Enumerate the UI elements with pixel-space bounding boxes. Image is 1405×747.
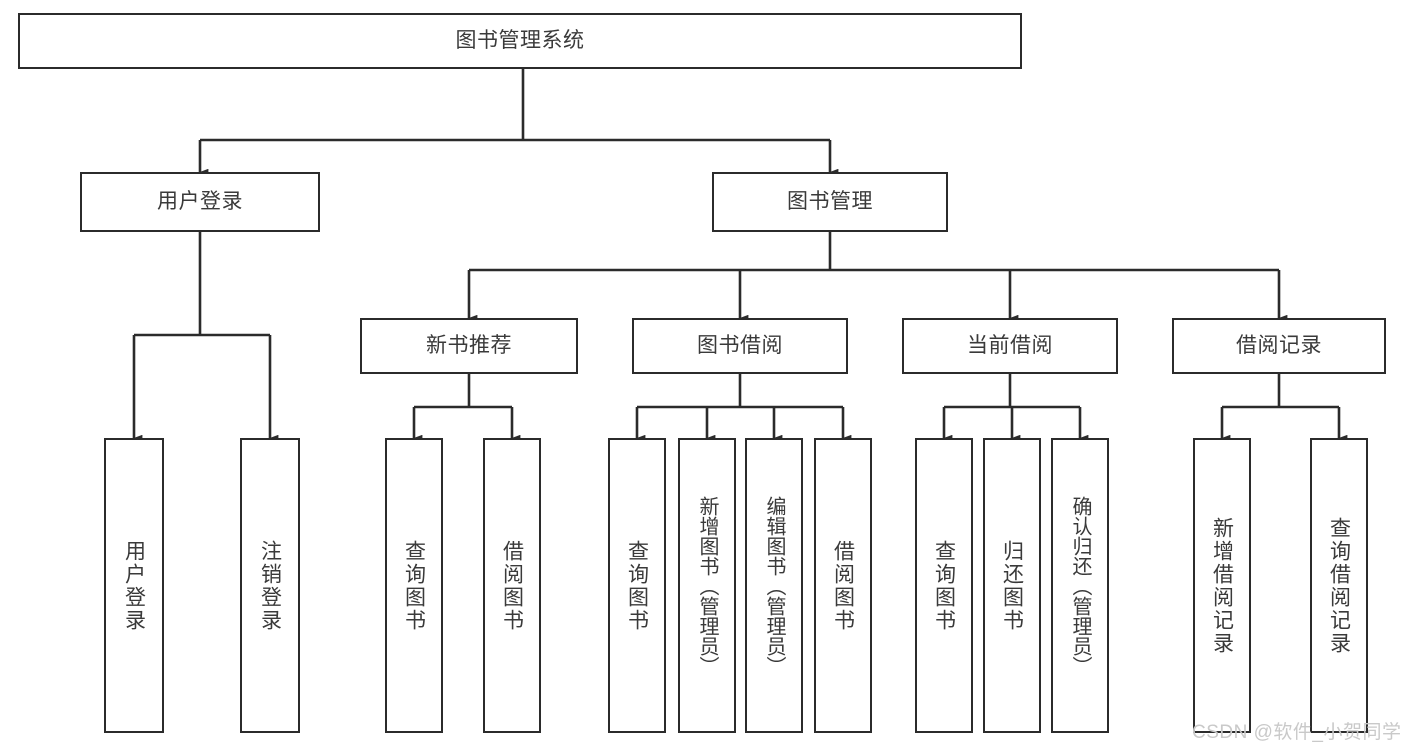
node-label: 查询借阅记录 [1327,516,1351,655]
node-leaf-query-book-3: 查询图书 [915,438,973,733]
node-root: 图书管理系统 [18,13,1022,69]
node-label: 查询图书 [402,539,426,632]
node-label: 借阅图书 [500,539,524,632]
node-leaf-query-record: 查询借阅记录 [1310,438,1368,733]
node-label: 归还图书 [1000,539,1024,632]
node-label: 图书借阅 [697,333,783,357]
node-leaf-edit-book: 编辑图书（管理员） [745,438,803,733]
node-label: 查询图书 [932,539,956,632]
node-current-borrow: 当前借阅 [902,318,1118,374]
node-label: 新增借阅记录 [1210,516,1234,655]
node-label: 图书管理 [787,189,873,213]
node-leaf-borrow-book-2: 借阅图书 [814,438,872,733]
node-label: 用户登录 [157,189,243,213]
node-book-borrow: 图书借阅 [632,318,848,374]
node-leaf-return-book: 归还图书 [983,438,1041,733]
node-label: 注销登录 [258,539,282,632]
node-label: 当前借阅 [967,333,1053,357]
node-leaf-add-book: 新增图书（管理员） [678,438,736,733]
node-label: 用户登录 [122,539,146,632]
node-book-manage: 图书管理 [712,172,948,232]
node-label: 图书管理系统 [455,28,585,52]
node-new-book-rec: 新书推荐 [360,318,578,374]
node-label: 借阅记录 [1236,333,1322,357]
node-leaf-user-login: 用户登录 [104,438,164,733]
node-label: 编辑图书（管理员） [763,495,785,676]
node-label: 借阅图书 [831,539,855,632]
watermark: CSDN @软件_小贺同学 [1192,722,1402,743]
node-label: 新书推荐 [426,333,512,357]
node-borrow-record: 借阅记录 [1172,318,1386,374]
node-label: 新增图书（管理员） [696,495,718,676]
node-leaf-query-book-2: 查询图书 [608,438,666,733]
node-label: 查询图书 [625,539,649,632]
connector-lines [132,69,1348,442]
node-leaf-logout: 注销登录 [240,438,300,733]
node-leaf-confirm-return: 确认归还（管理员） [1051,438,1109,733]
node-label: 确认归还（管理员） [1069,495,1091,676]
node-leaf-borrow-book-1: 借阅图书 [483,438,541,733]
node-leaf-query-book-1: 查询图书 [385,438,443,733]
node-leaf-add-record: 新增借阅记录 [1193,438,1251,733]
node-user-login: 用户登录 [80,172,320,232]
